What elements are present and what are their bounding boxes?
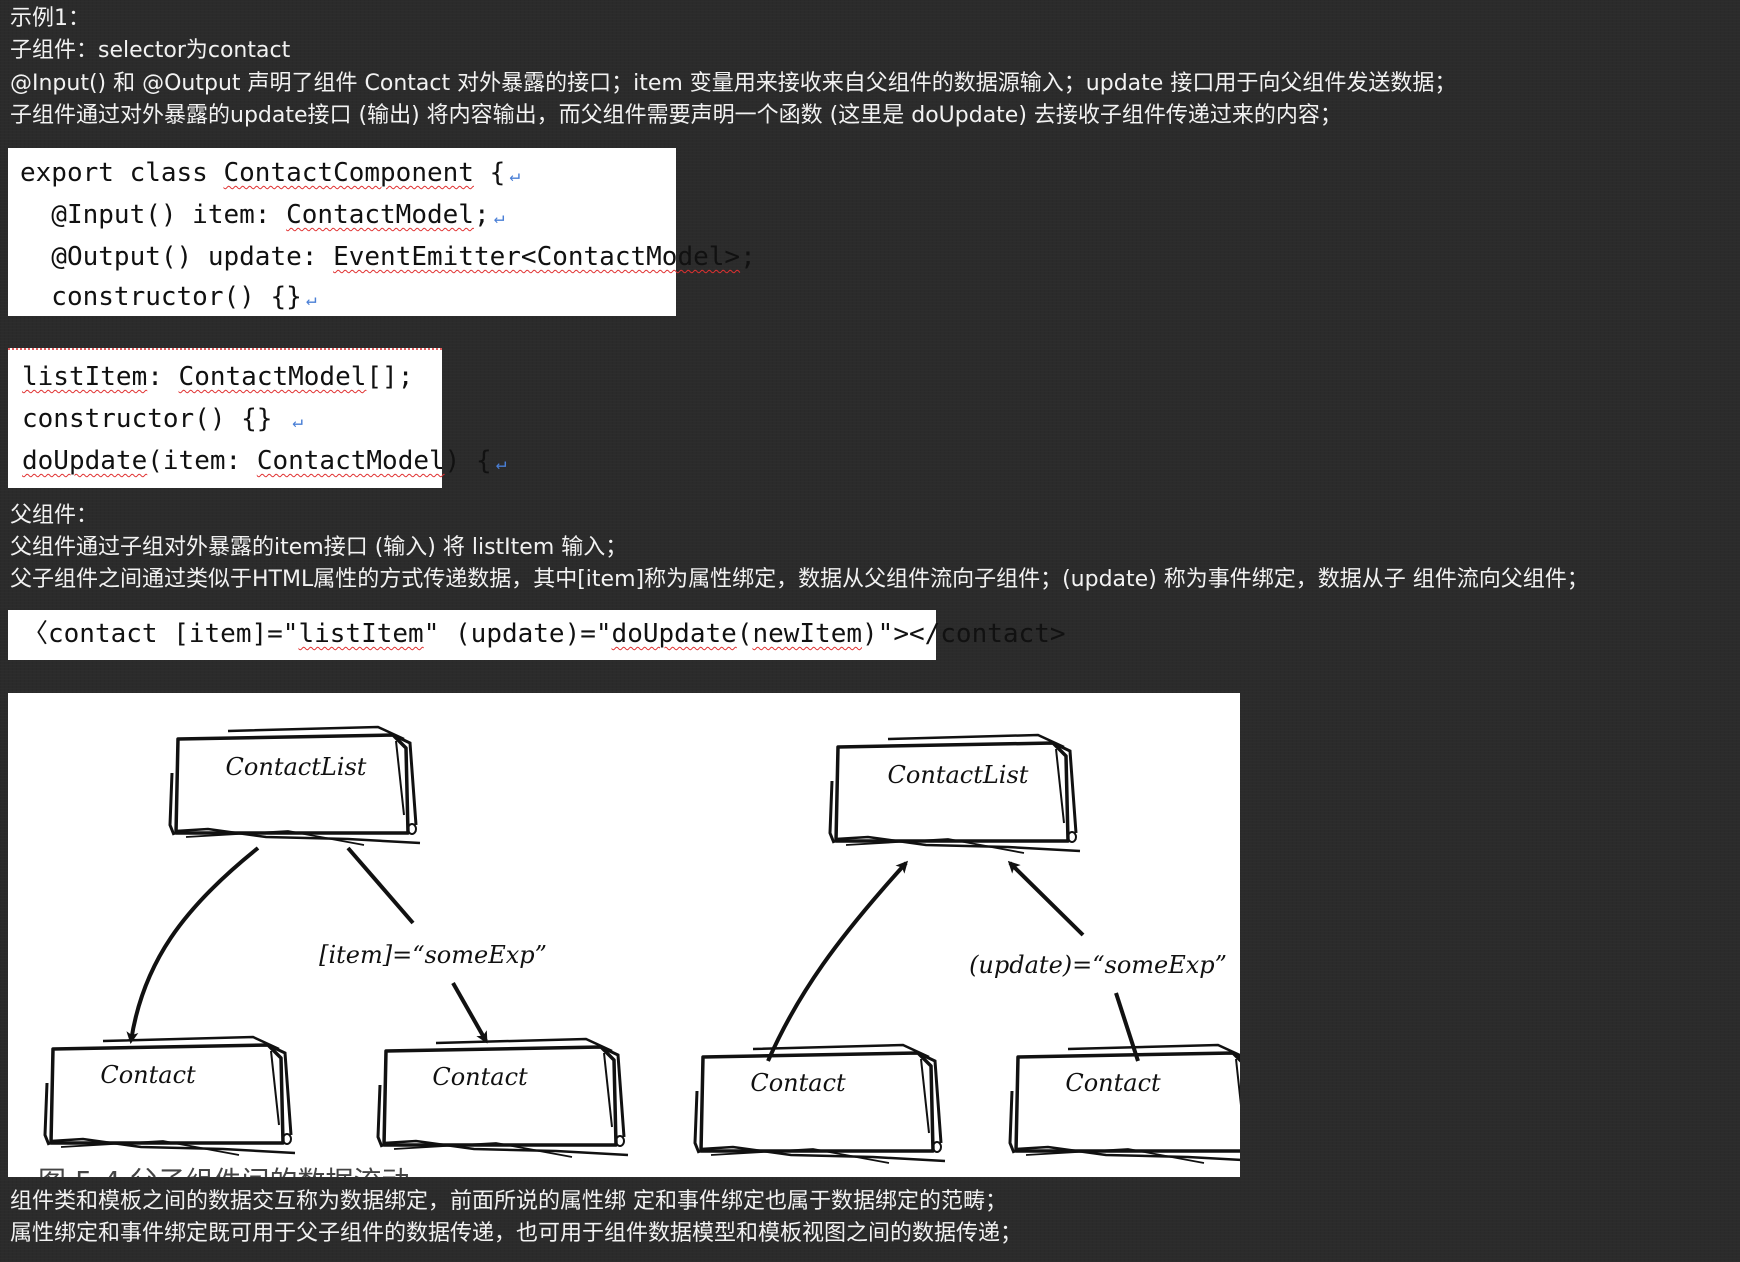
arrow-right-curve bbox=[766, 860, 909, 1062]
contact-label-3: Contact bbox=[750, 1069, 846, 1097]
code-line: 〈contact [item]="listItem" (update)="doU… bbox=[22, 619, 1066, 649]
outro-line-data-binding: 组件类和模板之间的数据交互称为数据绑定，前面所说的属性绑 定和事件绑定也属于数据… bbox=[10, 1189, 1007, 1214]
paragraph-mark-icon: ↵ bbox=[292, 411, 303, 432]
contact-box-1 bbox=[43, 1035, 297, 1157]
parent-line-input: 父组件通过子组对外暴露的item接口 (输入) 将 listItem 输入； bbox=[10, 535, 628, 560]
parent-line-binding: 父子组件之间通过类似于HTML属性的方式传递数据，其中[item]称为属性绑定，… bbox=[10, 567, 1589, 592]
contact-label-1: Contact bbox=[100, 1061, 196, 1089]
contactlist-box-right bbox=[828, 733, 1082, 855]
intro-line-output: 子组件通过对外暴露的update接口 (输出) 将内容输出，而父组件需要声明一个… bbox=[10, 103, 1342, 128]
code-line: doUpdate(item: ContactModel) {↵ bbox=[22, 446, 507, 476]
contactlist-label-left: ContactList bbox=[226, 753, 367, 781]
intro-line-child: 子组件：selector为contact bbox=[10, 38, 291, 63]
code-line: @Output() update: EventEmitter<ContactMo… bbox=[20, 242, 756, 272]
contact-box-4 bbox=[1008, 1043, 1240, 1165]
outro-line-usage: 属性绑定和事件绑定既可用于父子组件的数据传递，也可用于组件数据模型和模板视图之间… bbox=[10, 1221, 1023, 1246]
intro-line-example: 示例1： bbox=[10, 6, 90, 31]
arrow-right-straight-top bbox=[1007, 860, 1085, 937]
item-binding-label: [item]=“someExp” bbox=[319, 941, 547, 969]
contactlist-box-left bbox=[168, 725, 422, 847]
paragraph-mark-icon: ↵ bbox=[305, 289, 317, 310]
code-line: @Input() item: ContactModel;↵ bbox=[20, 200, 505, 230]
code-line: constructor() {}↵ bbox=[20, 282, 317, 312]
parent-line-title: 父组件： bbox=[10, 503, 99, 528]
code-line: export class ContactComponent {↵ bbox=[20, 158, 521, 188]
code-line: constructor() {} ↵ bbox=[22, 404, 303, 434]
arrow-left-straight-bottom bbox=[451, 982, 488, 1044]
data-flow-diagram: ContactList Contact Contact [item]=“some… bbox=[8, 693, 1240, 1177]
code-block-parent-class: listItem: ContactModel[]; constructor() … bbox=[8, 348, 506, 488]
paragraph-mark-icon: ↵ bbox=[493, 207, 505, 228]
contactlist-label-right: ContactList bbox=[888, 761, 1029, 789]
contact-box-3 bbox=[693, 1043, 947, 1165]
arrow-right-straight-bottom bbox=[1114, 992, 1140, 1062]
contact-label-4: Contact bbox=[1065, 1069, 1161, 1097]
code-line: listItem: ContactModel[]; bbox=[22, 362, 414, 392]
contact-box-2 bbox=[376, 1037, 630, 1159]
update-binding-label: (update)=“someExp” bbox=[969, 951, 1227, 979]
arrow-left-curve bbox=[126, 846, 260, 1044]
figure-caption: 图 5-4 父子组件间的数据流动 bbox=[38, 1165, 410, 1177]
paragraph-mark-icon: ↵ bbox=[509, 165, 521, 186]
intro-line-interfaces: @Input() 和 @Output 声明了组件 Contact 对外暴露的接口… bbox=[10, 71, 1457, 96]
arrow-left-straight-top bbox=[346, 846, 415, 925]
code-block-template: 〈contact [item]="listItem" (update)="doU… bbox=[8, 610, 1066, 660]
contact-label-2: Contact bbox=[432, 1063, 528, 1091]
paragraph-mark-icon: ↵ bbox=[495, 453, 507, 474]
code-block-child-component: export class ContactComponent {↵ @Input(… bbox=[8, 148, 756, 316]
